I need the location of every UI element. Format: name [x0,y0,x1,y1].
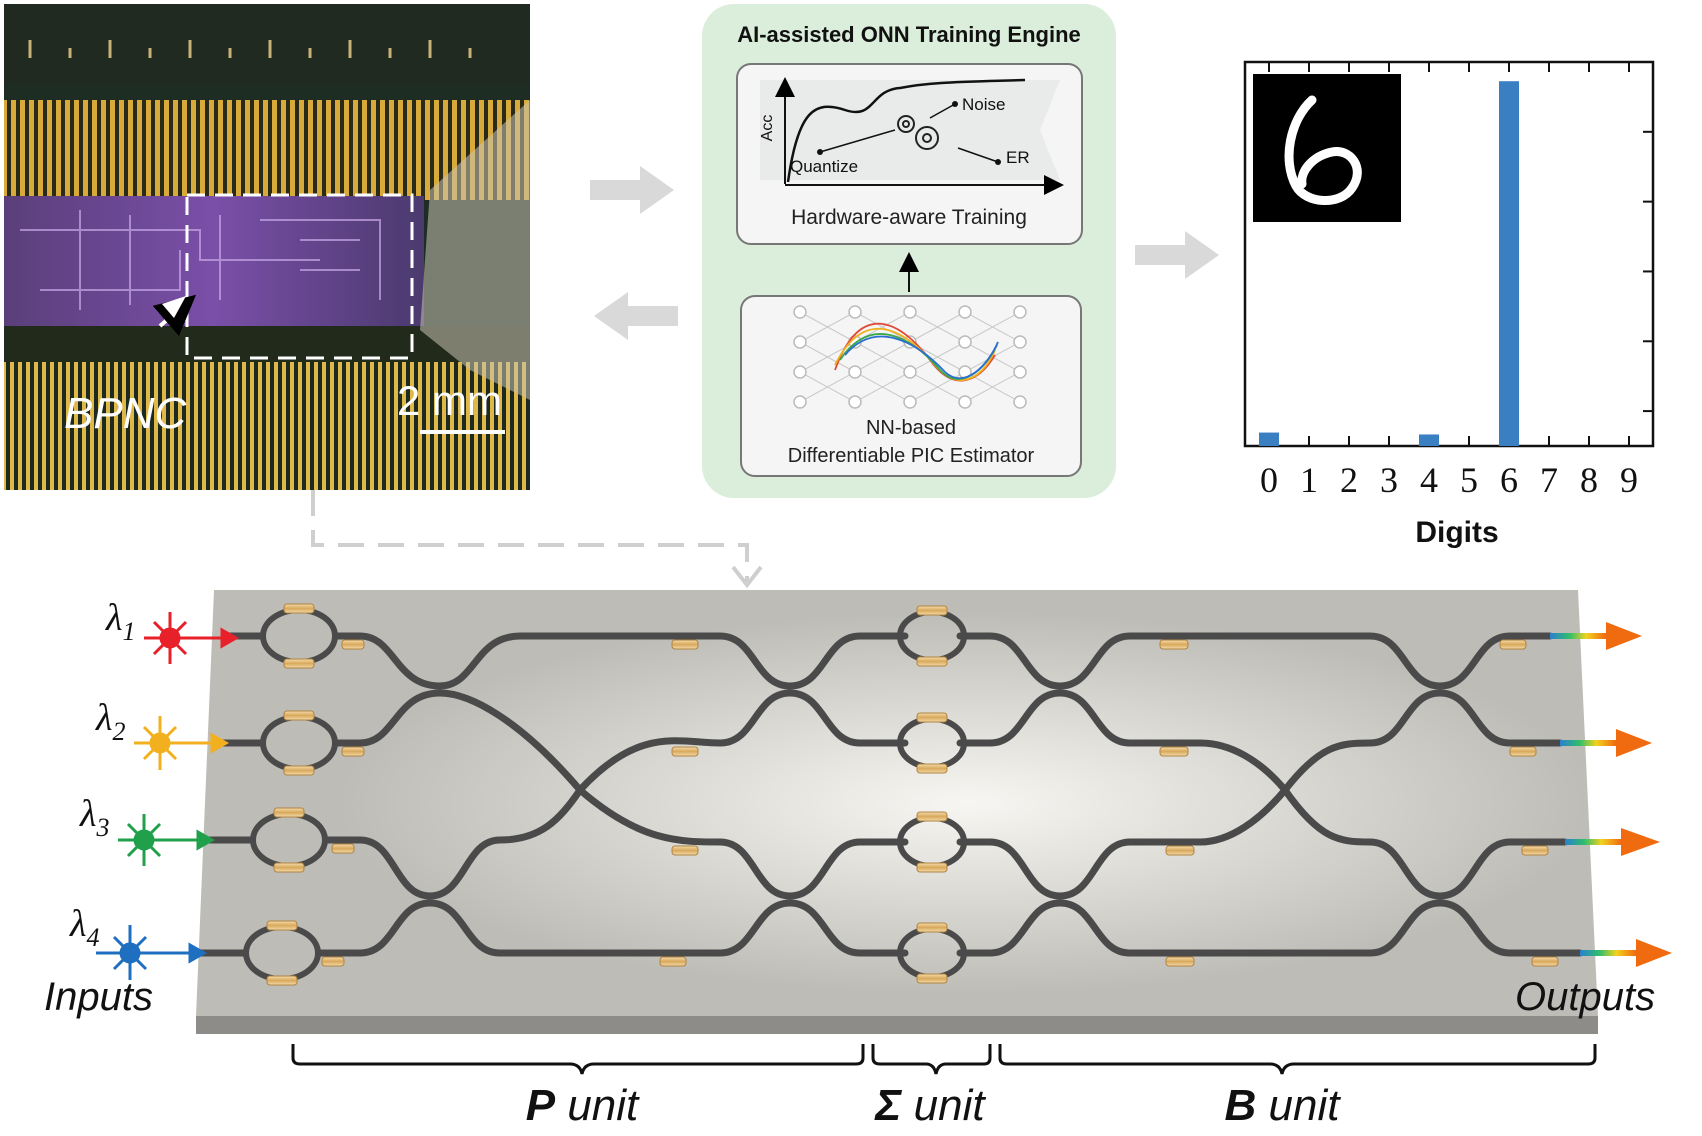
spectrum-curves [834,322,999,382]
lambda3-source [118,814,216,866]
unit-braces [291,1044,1597,1075]
ruler-ticks [28,40,472,58]
lambda2-label: λ2 [95,697,125,746]
x-tick-label: 3 [1380,460,1398,500]
training-panel: Acc Noise Quantize ER Hardware-aware Tra… [736,63,1083,245]
photonic-circuit: λ1 λ2 λ3 λ4 Inputs Outputs P unit Σ unit… [44,590,1672,1130]
x-tick-label: 1 [1300,460,1318,500]
arrow-to-engine [590,166,674,214]
estimator-panel: NN-based Differentiable PIC Estimator [740,295,1082,477]
highlight-box [185,193,414,360]
scale-bar-label: 2 mm [397,377,502,424]
arrow-to-chip [594,292,678,340]
die-circuitry [20,210,381,310]
bar-digit-4 [1419,434,1439,446]
arrow-to-chart [1135,231,1219,279]
phase-heaters [266,603,1559,986]
chip-slab-edge [196,1016,1598,1034]
chip-to-circuit-connector [311,490,749,583]
lambda1-source [144,612,240,664]
lambda4-source [96,925,208,980]
lambda2-source [134,716,230,770]
quantize-label: Quantize [790,157,858,176]
x-tick-label: 5 [1460,460,1478,500]
outputs-label: Outputs [1515,975,1655,1019]
estimator-caption-line1: NN-based [866,417,956,439]
digit-inset-image [1253,74,1401,222]
engine-title: AI-assisted ONN Training Engine [737,22,1081,47]
lambda4-label: λ4 [69,903,99,952]
training-caption: Hardware-aware Training [791,206,1027,229]
x-tick-label: 8 [1580,460,1598,500]
x-tick-label: 9 [1620,460,1638,500]
sigma-unit-label: Σ unit [873,1081,986,1130]
er-label: ER [1006,148,1030,167]
chip-label: BPNC [64,389,187,438]
x-tick-label: 4 [1420,460,1438,500]
output-arrows [1550,622,1672,967]
chip-photo: BPNC 2 mm [4,4,530,490]
input-sources [96,612,240,980]
training-engine: AI-assisted ONN Training Engine Acc Nois… [702,4,1116,498]
fiber-array [420,100,530,400]
chart-xlabel: Digits [1415,516,1498,549]
x-tick-label: 0 [1260,460,1278,500]
estimator-caption-line2: Differentiable PIC Estimator [788,445,1035,467]
bar-digit-6 [1499,81,1519,446]
x-tick-label: 6 [1500,460,1518,500]
inputs-label: Inputs [44,975,153,1019]
noise-label: Noise [962,95,1005,114]
p-unit-label: P unit [526,1081,640,1130]
bar-digit-0 [1259,432,1279,446]
x-tick-label: 7 [1540,460,1558,500]
acc-axis-label: Acc [759,115,776,142]
x-tick-label: 2 [1340,460,1358,500]
gear-icon [897,115,939,150]
b-unit-label: B unit [1225,1081,1342,1130]
accuracy-curve [786,78,1026,183]
lambda1-label: λ1 [105,597,135,646]
lambda3-label: λ3 [79,793,109,842]
chip-slab-top [196,590,1598,1016]
